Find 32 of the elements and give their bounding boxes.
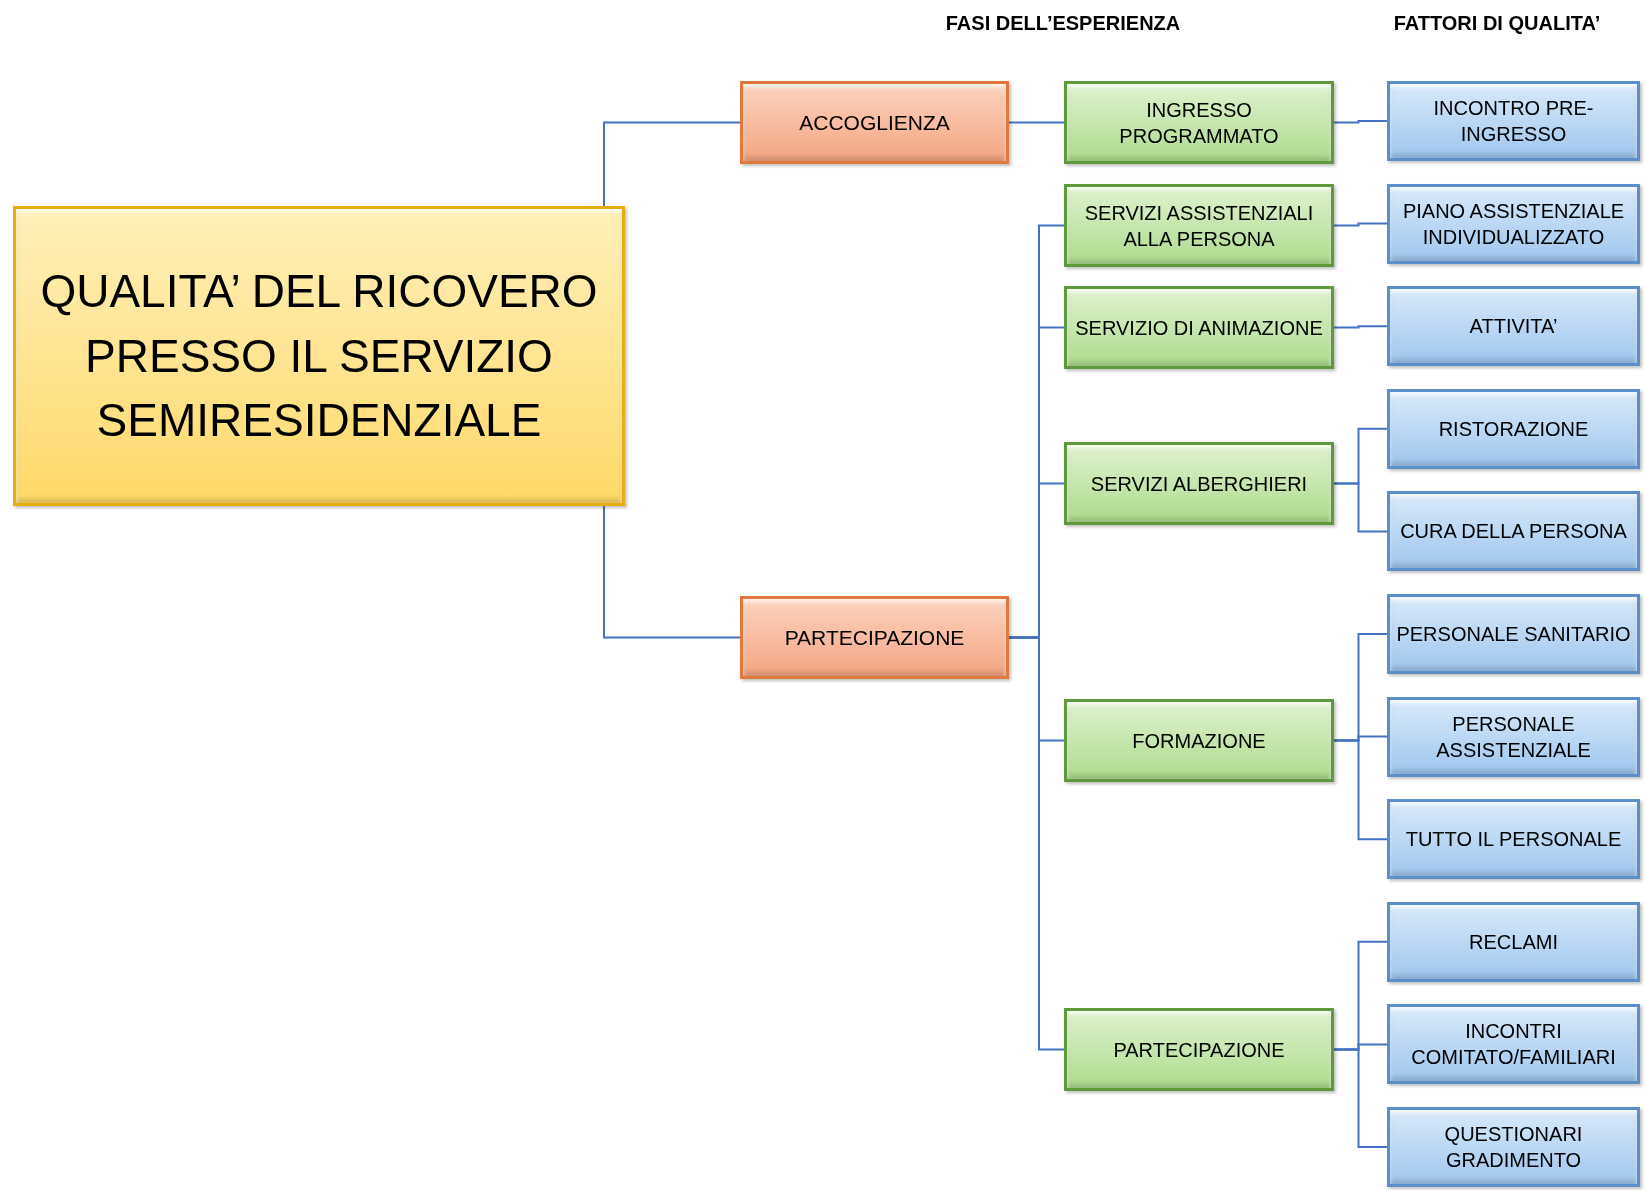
stage-box: FORMAZIONE: [1064, 699, 1334, 782]
connector-line: [1333, 482, 1388, 533]
factor-box: QUESTIONARI GRADIMENTO: [1387, 1107, 1640, 1187]
factor-box: RECLAMI: [1387, 901, 1640, 982]
connector-line: [603, 505, 741, 639]
stage-box: INGRESSO PROGRAMMATO: [1064, 81, 1334, 164]
stage-box: PARTECIPAZIONE: [1064, 1008, 1334, 1091]
factor-box: PERSONALE ASSISTENZIALE: [1387, 696, 1640, 777]
phase-box: ACCOGLIENZA: [740, 81, 1009, 164]
connector-line: [603, 121, 741, 207]
phase-box: PARTECIPAZIONE: [740, 596, 1009, 679]
stage-box: SERVIZIO DI ANIMAZIONE: [1064, 286, 1334, 369]
factor-box: PIANO ASSISTENZIALE INDIVIDUALIZZATO: [1387, 183, 1640, 264]
connector-line: [1333, 1048, 1388, 1148]
title-box: QUALITA’ DEL RICOVERO PRESSO IL SERVIZIO SEMIRESIDENZIALE: [13, 206, 625, 506]
factor-box: RISTORAZIONE: [1387, 388, 1640, 469]
column-heading: FASI DELL’ESPERIENZA: [945, 11, 1181, 36]
factor-box: TUTTO IL PERSONALE: [1387, 799, 1640, 880]
connector-line: [1333, 222, 1388, 227]
connector-line: [1333, 325, 1388, 329]
connector-line: [1333, 120, 1388, 124]
factor-box: INCONTRO PRE-INGRESSO: [1387, 81, 1640, 161]
column-heading: FATTORI DI QUALITA’: [1393, 11, 1601, 36]
connector-line: [1008, 636, 1065, 1051]
factor-box: PERSONALE SANITARIO: [1387, 594, 1640, 674]
connector-line: [1008, 121, 1065, 124]
stage-box: SERVIZI ALBERGHIERI: [1064, 442, 1334, 525]
factor-box: ATTIVITA’: [1387, 286, 1640, 367]
stage-box: SERVIZI ASSISTENZIALI ALLA PERSONA: [1064, 184, 1334, 267]
connector-line: [1333, 739, 1388, 841]
factor-box: CURA DELLA PERSONA: [1387, 491, 1640, 572]
factor-box: INCONTRI COMITATO/FAMILIARI: [1387, 1004, 1640, 1085]
